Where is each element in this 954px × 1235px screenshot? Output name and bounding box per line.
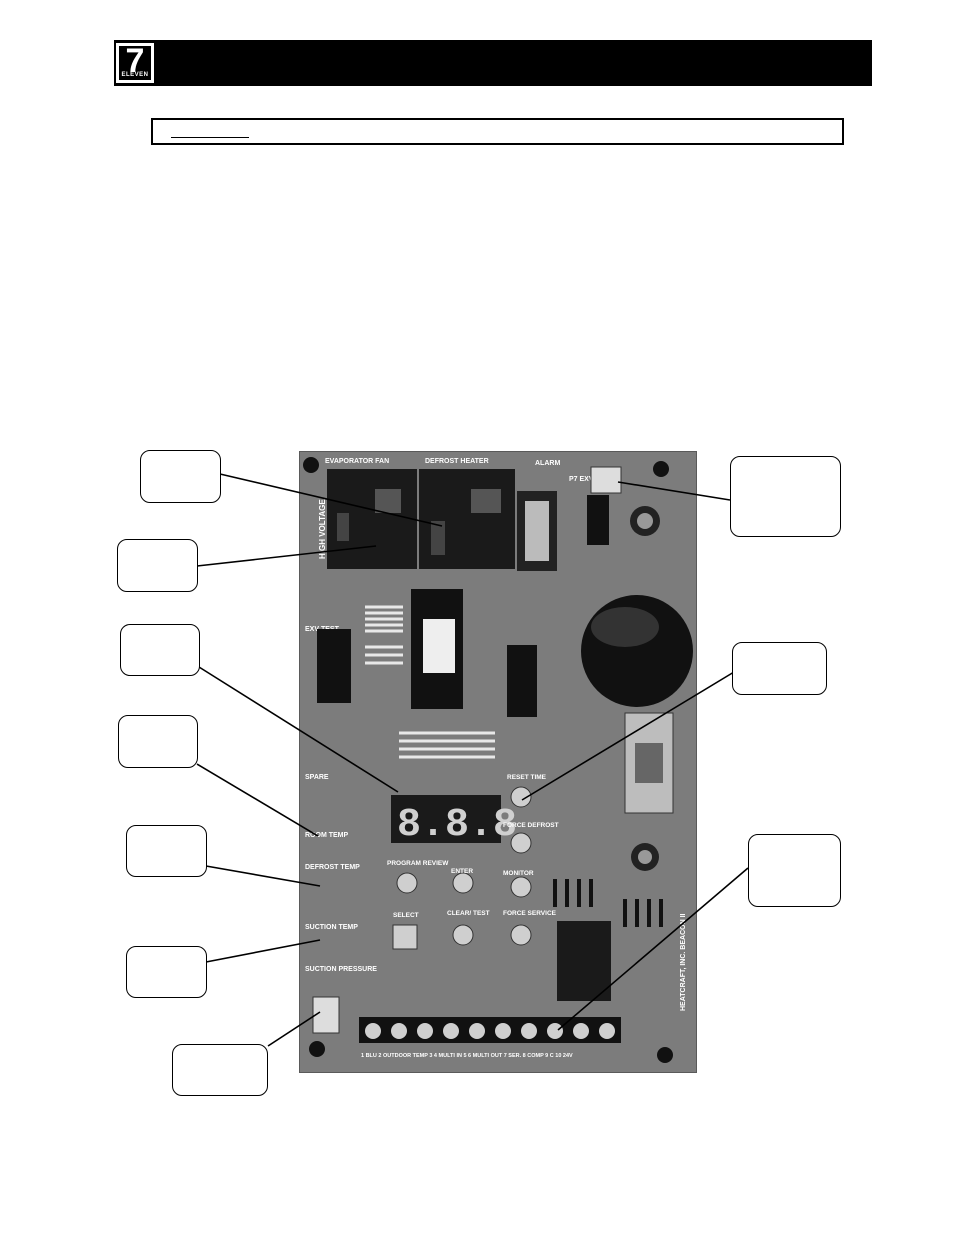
callout-box-3 (120, 624, 200, 676)
leader-7 (267, 1011, 321, 1047)
leader-3 (198, 666, 399, 793)
section-title-underline (171, 137, 249, 138)
callout-box-2 (117, 539, 198, 592)
label-enter: ENTER (451, 868, 473, 875)
leader-1 (219, 473, 443, 527)
display-readout: 8.8.8 (397, 803, 517, 848)
label-defrost-temp: DEFROST TEMP (305, 864, 360, 871)
callout-box-1 (140, 450, 221, 503)
suction-pressure-connector (312, 996, 340, 1034)
leader-8 (617, 481, 731, 501)
label-suction-pressure: SUCTION PRESSURE (305, 966, 377, 973)
section-title-box (151, 118, 844, 145)
diode-row (553, 879, 663, 927)
label-reset-time: RESET TIME (507, 774, 547, 781)
label-program-review: PROGRAM REVIEW (387, 860, 449, 867)
callout-box-5 (126, 825, 207, 877)
control-board-photo: EVAPORATOR FAN DEFROST HEATER ALARM P7 E… (298, 450, 698, 1074)
logo-mark: 7 ELEVEN (119, 42, 151, 80)
label-select: SELECT (393, 912, 419, 919)
logo-seven-glyph: 7 (125, 42, 145, 80)
callout-box-7 (172, 1044, 268, 1096)
label-room-temp: ROOM TEMP (305, 832, 348, 839)
label-monitor: MONITOR (503, 870, 534, 877)
label-clear-test: CLEAR/ TEST (447, 910, 490, 917)
label-suction-temp: SUCTION TEMP (305, 924, 358, 931)
label-force-service: FORCE SERVICE (503, 910, 557, 917)
terminal-labels: 1 BLU 2 OUTDOOR TEMP 3 4 MULTI IN 5 6 MU… (361, 1053, 573, 1059)
leader-2 (196, 545, 377, 567)
leader-4 (196, 763, 319, 837)
header-bar (114, 40, 872, 86)
control-board-illustration: EVAPORATOR FAN DEFROST HEATER ALARM P7 E… (298, 450, 698, 1074)
label-p7: P7 EXV (569, 476, 594, 483)
label-maker: HEATCRAFT, INC. BEACON II (680, 913, 687, 1011)
leader-10 (557, 867, 749, 1031)
relay-k4 (557, 921, 611, 1001)
logo-eleven-text: ELEVEN (121, 72, 149, 78)
resistor-banks (365, 605, 495, 759)
relays (327, 469, 515, 569)
callout-box-4 (118, 715, 198, 768)
label-spare: SPARE (305, 774, 329, 781)
seven-eleven-logo: 7 ELEVEN (114, 41, 156, 85)
label-alarm: ALARM (535, 460, 560, 467)
label-high-voltage: HIGH VOLTAGE (318, 499, 327, 559)
leader-6 (205, 939, 321, 963)
leader-9 (521, 671, 735, 801)
label-force-defrost: FORCE DEFROST (503, 822, 559, 829)
mounting-holes (303, 457, 673, 1063)
leader-5 (205, 865, 321, 887)
callout-box-10 (748, 834, 841, 907)
p7-connector (590, 466, 622, 494)
callout-box-6 (126, 946, 207, 998)
callout-box-9 (732, 642, 827, 695)
seven-segment-display (391, 795, 501, 843)
board-buttons (392, 786, 532, 950)
callout-box-8 (730, 456, 841, 537)
label-k2: DEFROST HEATER (425, 458, 489, 465)
label-k1: EVAPORATOR FAN (325, 458, 389, 465)
terminal-screws (365, 1023, 615, 1039)
